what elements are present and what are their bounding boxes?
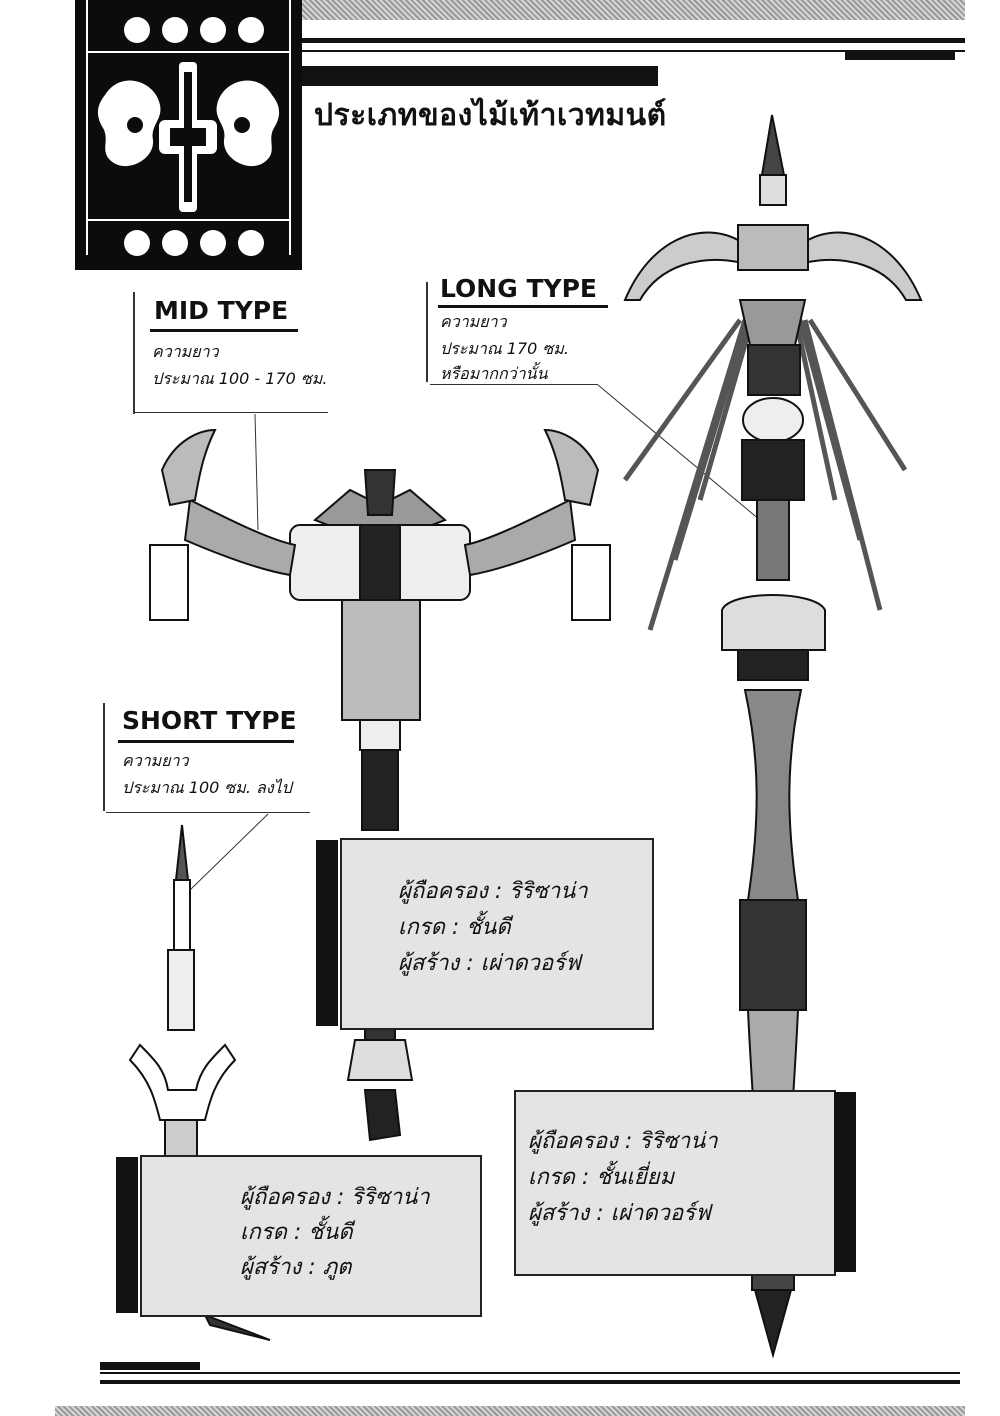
header-rule-2 <box>300 50 965 52</box>
mid-staff-info-card <box>340 838 654 1030</box>
footer-rule-1 <box>100 1372 960 1374</box>
mid-type-heading: MID TYPE <box>154 296 289 325</box>
short-label-vertical-line <box>103 703 105 811</box>
mid-label-base-line <box>133 412 328 413</box>
mid-type-underline <box>150 329 298 332</box>
short-card-owner: ผู้ถือครอง : ริริซาน่า <box>240 1185 430 1210</box>
long-card-maker: ผู้สร้าง : เผ่าดวอร์ฟ <box>528 1201 711 1226</box>
mid-card-owner: ผู้ถือครอง : ริริซาน่า <box>398 879 588 904</box>
top-screentone-strip <box>300 0 965 20</box>
long-label-vertical-line <box>426 282 428 382</box>
short-card-scroll-edge <box>116 1157 138 1313</box>
header-rule-1 <box>300 38 965 43</box>
header-rule-accent <box>845 52 955 60</box>
short-type-underline <box>118 740 294 743</box>
chapter-emblem <box>75 0 302 270</box>
mid-length-value: ประมาณ 100 - 170 ซม. <box>152 369 328 388</box>
footer-rule-2 <box>100 1380 960 1384</box>
short-card-maker: ผู้สร้าง : ภูต <box>240 1255 352 1280</box>
long-staff-info-card <box>514 1090 836 1276</box>
mid-card-maker: ผู้สร้าง : เผ่าดวอร์ฟ <box>398 951 581 976</box>
long-card-scroll-edge <box>834 1092 856 1272</box>
long-card-grade: เกรด : ชั้นเยี่ยม <box>528 1165 675 1190</box>
mid-label-vertical-line <box>133 292 135 414</box>
long-staff-illustration <box>622 114 923 1359</box>
long-length-extra: หรือมากกว่านั้น <box>440 364 548 383</box>
long-type-heading: LONG TYPE <box>440 274 597 303</box>
mid-length-label: ความยาว <box>152 342 219 361</box>
long-length-label: ความยาว <box>440 312 507 331</box>
bottom-screentone-strip <box>55 1406 965 1416</box>
page-title: ประเภทของไม้เท้าเวทมนต์ <box>314 98 667 133</box>
mid-card-grade: เกรด : ชั้นดี <box>398 915 511 940</box>
footer-rule-accent <box>100 1362 200 1370</box>
long-type-underline <box>438 305 608 308</box>
long-length-value: ประมาณ 170 ซม. <box>440 339 569 358</box>
long-card-owner: ผู้ถือครอง : ริริซาน่า <box>528 1129 718 1154</box>
short-label-base-line <box>106 812 310 813</box>
mid-staff-illustration <box>149 428 611 1142</box>
short-card-grade: เกรด : ชั้นดี <box>240 1220 353 1245</box>
short-staff-info-card <box>140 1155 482 1317</box>
mid-card-scroll-edge <box>316 840 338 1026</box>
short-length-value: ประมาณ 100 ซม. ลงไป <box>122 778 292 797</box>
header-rule-bar <box>300 66 658 86</box>
short-length-label: ความยาว <box>122 751 189 770</box>
short-type-heading: SHORT TYPE <box>122 706 297 735</box>
long-label-base-line <box>430 384 598 385</box>
